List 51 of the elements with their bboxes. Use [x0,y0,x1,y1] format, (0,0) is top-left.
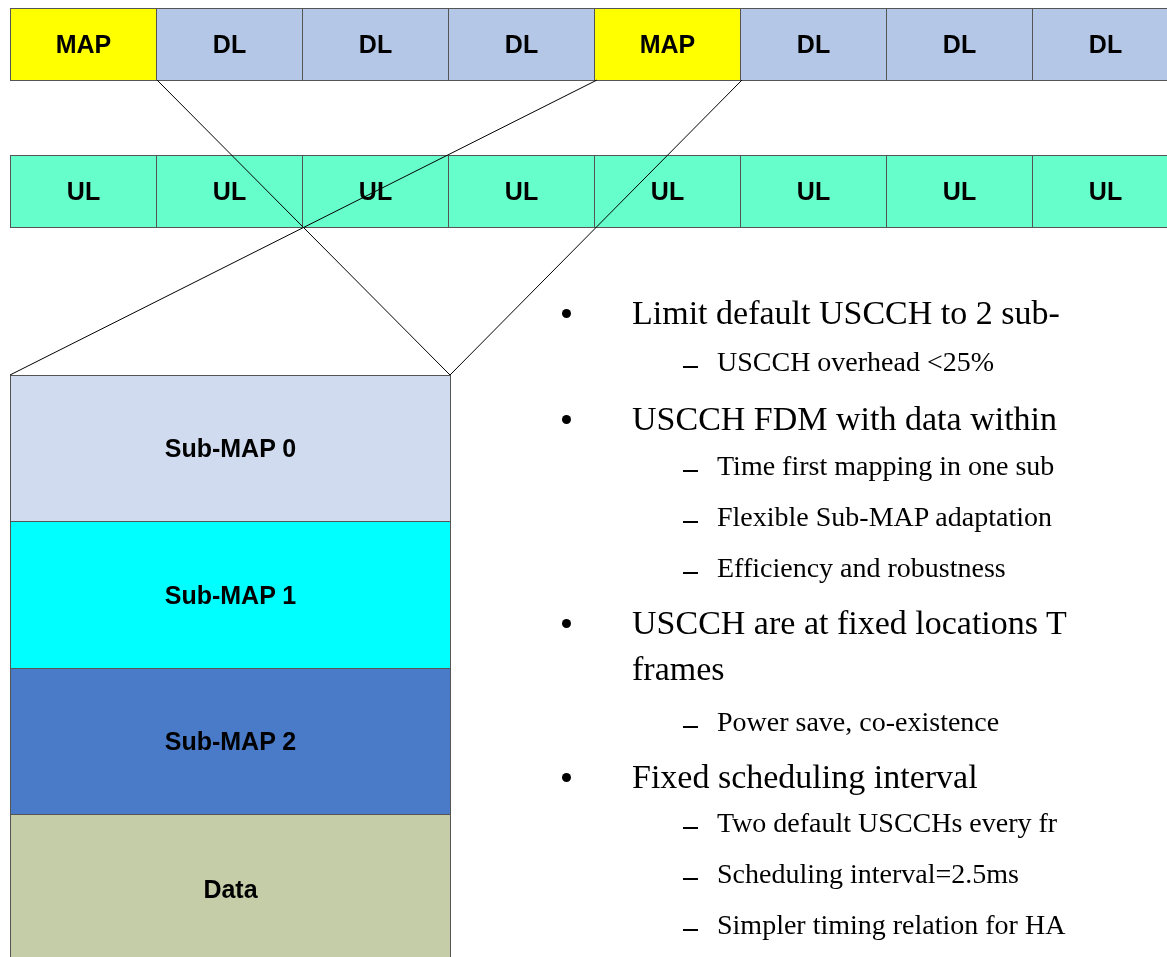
cell-label: UL [650,177,685,206]
cell-label: Data [203,874,258,904]
bullet-text: Limit default USCCH to 2 sub- [632,293,1061,333]
cell-label: DL [212,30,247,59]
frame-cell [1032,155,1167,228]
map-block [10,521,451,669]
frame-cell [10,155,157,228]
bullet-text: USCCH are at fixed locations T frames [632,603,1068,689]
frame-cell [302,8,449,81]
frame-cell [1032,8,1167,81]
cell-label: Sub-MAP 1 [164,580,297,610]
frame-cell [886,155,1033,228]
cell-label: DL [504,30,539,59]
cell-label: Sub-MAP 0 [164,434,297,463]
sub-bullet-text: Efficiency and robustness [717,551,1007,585]
cell-label: DL [1088,30,1123,59]
cell-label: DL [796,30,831,59]
cell-label: Sub-MAP 2 [164,727,297,756]
cell-label: UL [942,177,977,206]
sub-bullet-text: Scheduling interval=2.5ms [717,857,1020,891]
cell-label: UL [1088,177,1123,206]
map-block [10,668,451,815]
frame-cell [740,155,887,228]
sub-bullet-text: USCCH overhead <25% [717,345,996,379]
frame-cell [156,155,303,228]
frame-cell [156,8,303,81]
sub-bullet-text: Two default USCCHs every fr [717,806,1059,840]
frame-cell [740,8,887,81]
frame-cell [448,155,595,228]
cell-label: UL [212,177,247,206]
frame-cell [10,8,157,81]
cell-label: DL [358,30,393,59]
frame-cell [886,8,1033,81]
frame-cell [448,8,595,81]
frame-cell [594,155,741,228]
sub-bullet-text: Time first mapping in one sub [717,449,1056,483]
map-block [10,375,451,522]
sub-bullet-text: Simpler timing relation for HA [717,908,1067,942]
bullet-text: Fixed scheduling interval [632,757,979,797]
sub-bullet-text: Flexible Sub-MAP adaptation [717,500,1053,534]
map-block [10,814,451,957]
bullet-text: USCCH FDM with data within [632,399,1059,439]
cell-label: MAP [639,30,696,59]
frame-cell [594,8,741,81]
cell-label: UL [504,177,539,206]
cell-label: UL [796,177,831,206]
cell-label: DL [942,30,977,59]
cell-label: MAP [55,30,112,59]
frame-cell [302,155,449,228]
cell-label: UL [66,177,101,206]
sub-bullet-text: Power save, co-existence [717,705,1001,739]
